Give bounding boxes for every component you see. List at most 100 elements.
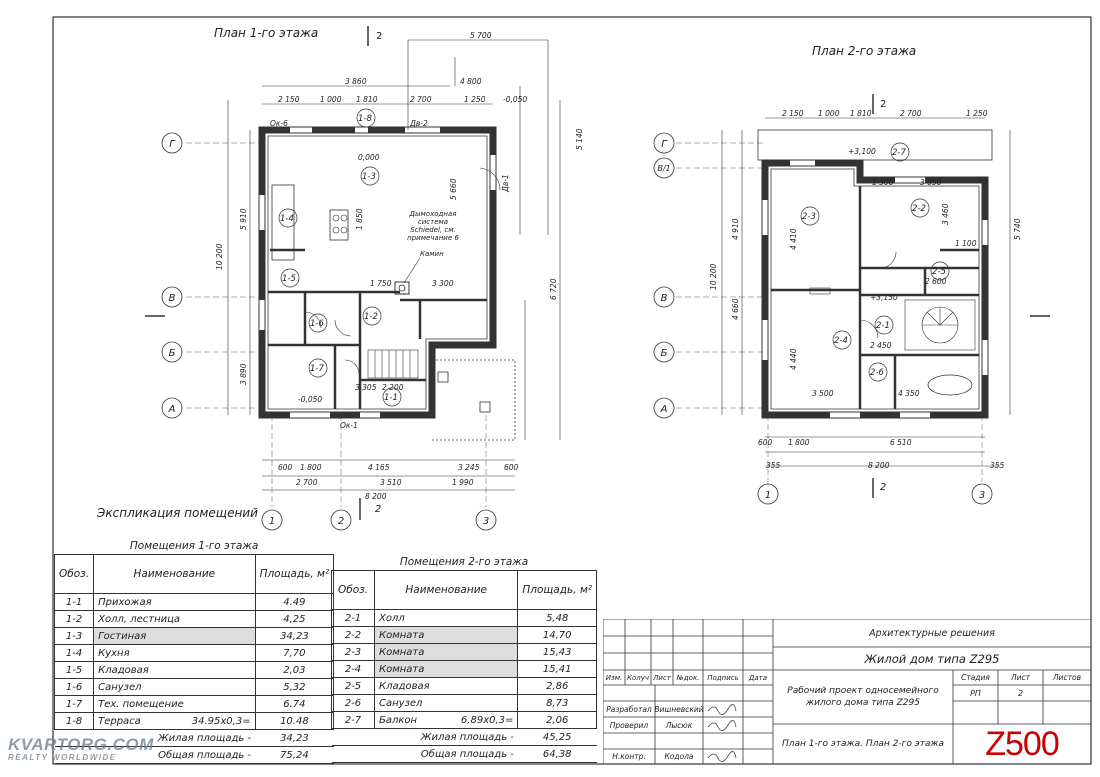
stamp-name-checker: Лысюк xyxy=(665,720,693,730)
cut-marker-top: 2 xyxy=(376,31,382,42)
f2-dim-355b: 355 xyxy=(990,461,1005,470)
cut-marker-bottom: 2 xyxy=(375,504,381,515)
f1-level-0: 0,000 xyxy=(358,153,380,162)
f2-room-2-5: 2-5 xyxy=(932,267,946,277)
f2-dim-2450: 2 450 xyxy=(870,341,892,350)
f2-dim-1100: 1 100 xyxy=(955,239,977,248)
f2-dim-1250: 1 250 xyxy=(966,109,988,118)
table2-col-code: Обоз. xyxy=(331,570,375,610)
f1-dim-2200: 2 200 xyxy=(382,383,404,392)
f1-room-1-2: 1-2 xyxy=(364,312,378,322)
stamp-project-name: Жилой дом типа Z295 xyxy=(864,651,1000,666)
f1-axis-2: 2 xyxy=(338,516,344,527)
table1-col-name: Наименование xyxy=(93,554,256,594)
f1-dim-2150: 2 150 xyxy=(278,95,300,104)
stamp-h-ndok: №док. xyxy=(676,673,700,682)
floor1-plan: План 1-го этажа 2 xyxy=(214,26,584,501)
f2-room-2-7: 2-7 xyxy=(892,148,906,158)
table1-col-area: Площадь, м² xyxy=(254,554,335,594)
f2-dim-6510: 6 510 xyxy=(890,438,912,447)
f2-dim-1810: 1 810 xyxy=(850,109,872,118)
table2-col-name: Наименование xyxy=(373,570,519,610)
f1-ok1: Ок-1 xyxy=(340,421,358,430)
stamp-sheets-header: Листов xyxy=(1052,673,1081,682)
title-block-grid xyxy=(603,619,1091,764)
f2-axis-v: В xyxy=(661,293,668,304)
f1-dim-1990: 1 990 xyxy=(452,478,474,487)
f1-level-n50b: -0,050 xyxy=(298,395,322,404)
f1-dim-5660: 5 660 xyxy=(449,178,458,200)
cut-marker-f2: 2 xyxy=(880,99,886,110)
f2-dim-4350: 4 350 xyxy=(898,389,920,398)
stamp-stage-header: Стадия xyxy=(961,673,990,682)
f2-dim-1800: 1 800 xyxy=(788,438,810,447)
f2-room-2-4: 2-4 xyxy=(834,336,848,346)
f1-dv1: Дв-1 xyxy=(501,174,510,193)
f2-dim-2600: 2 600 xyxy=(925,277,947,286)
f1-ok6: Ок-6 xyxy=(270,119,288,128)
floor2-plan: План 2-го этажа 2 xyxy=(709,44,1022,470)
f2-room-2-3: 2-3 xyxy=(802,212,816,222)
table1-caption: Помещения 1-го этажа xyxy=(54,538,334,555)
stamp-name-developer: Вишневский xyxy=(654,704,704,714)
title-block: Архитектурные решения Жилой дом типа Z29… xyxy=(603,619,1091,764)
f1-level-n50: -0,050 xyxy=(503,95,527,104)
f1-chimney-note: Дымоходная система Schiedel, см. примеча… xyxy=(407,210,459,242)
f1-dim-600b: 600 xyxy=(504,463,519,472)
f1-room-1-3: 1-3 xyxy=(362,172,376,182)
signature-2 xyxy=(707,720,737,731)
f2-axis-1: 1 xyxy=(765,490,771,501)
f1-dim-1250: 1 250 xyxy=(464,95,486,104)
stamp-sheet-header: Лист xyxy=(1010,673,1030,682)
f2-dim-8200: 8 200 xyxy=(868,461,890,470)
sheet-frame xyxy=(52,16,1092,765)
signature-3 xyxy=(707,751,737,762)
stamp-h-data: Дата xyxy=(748,673,768,682)
rooms-floor2-table: Помещения 2-го этажа Обоз. Наименование … xyxy=(331,554,597,763)
f1-dim-1750: 1 750 xyxy=(370,279,392,288)
f1-dim-4165: 4 165 xyxy=(368,463,390,472)
f1-room-1-6: 1-6 xyxy=(310,319,324,329)
f1-dim-5700: 5 700 xyxy=(470,31,492,40)
z500-logo: Z500 xyxy=(985,724,1059,763)
table1-total-row: Общая площадь -75,24 xyxy=(54,746,334,764)
f2-dim-10200: 10 200 xyxy=(709,264,718,290)
f1-dim-3305: 3 305 xyxy=(355,383,377,392)
f1-dim-8200: 8 200 xyxy=(365,492,387,501)
f2-axis-v1: В/1 xyxy=(657,164,670,173)
signature-1 xyxy=(707,704,737,715)
f1-dim-10200: 10 200 xyxy=(215,244,224,270)
table2-total-row: Общая площадь -64,38 xyxy=(331,745,597,763)
watermark: KVARTORG.COM REALTY WORLDWIDE xyxy=(8,735,154,762)
stamp-drawing-title: План 1-го этажа. План 2-го этажа xyxy=(781,739,945,749)
f1-dim-4800: 4 800 xyxy=(460,77,482,86)
table2-col-area: Площадь, м² xyxy=(517,570,597,610)
table2-living-row: Жилая площадь -45,25 xyxy=(331,728,597,746)
f1-axis-3: 3 xyxy=(483,516,489,527)
f1-room-1-4: 1-4 xyxy=(280,214,294,224)
f2-dim-4410: 4 410 xyxy=(789,228,798,250)
f1-dv2: Дв-2 xyxy=(409,119,428,128)
f1-dim-3510: 3 510 xyxy=(380,478,402,487)
f1-dim-5910: 5 910 xyxy=(239,208,248,230)
f2-axis-a: А xyxy=(660,404,668,415)
stamp-stage: РП xyxy=(970,688,981,698)
f2-dim-2150: 2 150 xyxy=(782,109,804,118)
f1-dim-1810: 1 810 xyxy=(356,95,378,104)
f1-dim-600: 600 xyxy=(278,463,293,472)
floor2-title: План 2-го этажа xyxy=(812,44,916,58)
stamp-description: Рабочий проект односемейного жилого дома… xyxy=(787,686,939,708)
f1-dim-1850: 1 850 xyxy=(355,208,364,230)
stamp-role-developer: Разработал xyxy=(606,704,652,714)
floor1-axes xyxy=(145,132,497,531)
f1-dim-2700: 2 700 xyxy=(410,95,432,104)
